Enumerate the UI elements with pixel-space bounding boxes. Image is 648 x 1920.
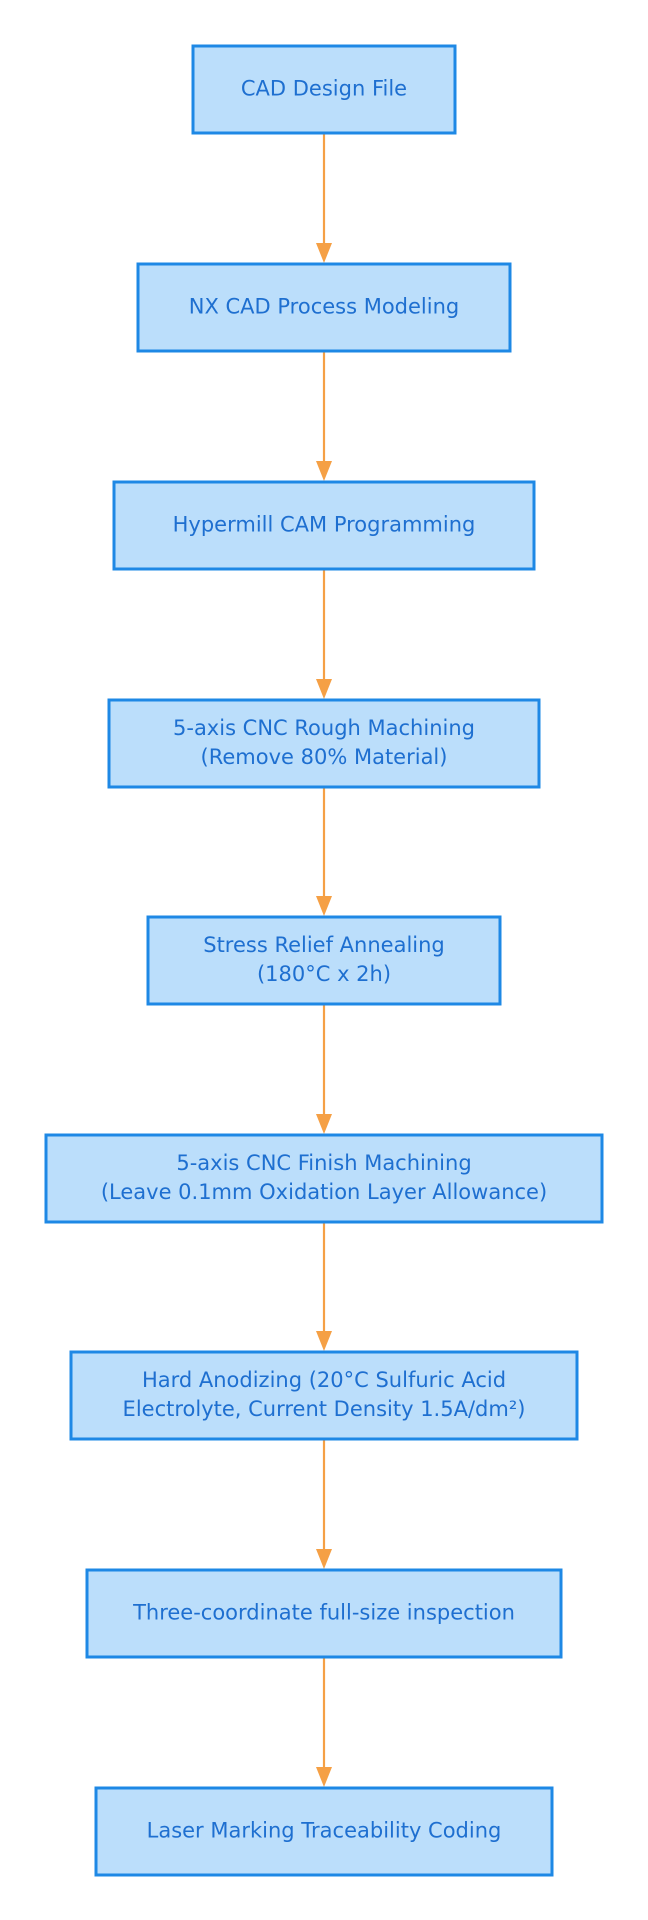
arrowhead-icon [316,1114,332,1134]
arrowhead-icon [316,1767,332,1787]
flow-node-hypermill: Hypermill CAM Programming [112,480,536,571]
arrowhead-icon [316,1331,332,1351]
edge-arrow-anodize-to-inspect [316,1440,332,1569]
node-label-line: NX CAD Process Modeling [189,295,460,319]
flow-node-finish: 5-axis CNC Finish Machining (Leave 0.1mm … [44,1133,604,1224]
flow-node-anneal: Stress Relief Annealing (180°C x 2h) [146,915,502,1006]
node-box [69,1350,579,1441]
flow-node-cad: CAD Design File [191,44,457,135]
arrowhead-icon [316,679,332,699]
node-box [191,44,457,135]
node-label-line: Hard Anodizing (20°C Sulfuric Acid [142,1368,506,1392]
edge-arrow-cad-to-nx [316,134,332,263]
node-label-line: 5-axis CNC Finish Machining [176,1151,471,1175]
edge-arrow-anneal-to-finish [316,1005,332,1134]
edge-arrow-finish-to-anodize [316,1223,332,1351]
edge-arrow-rough-to-anneal [316,788,332,916]
edge-arrow-nx-to-hypermill [316,352,332,481]
node-label-line: Three-coordinate full-size inspection [132,1601,515,1625]
arrowhead-icon [316,461,332,481]
node-label-line: (Leave 0.1mm Oxidation Layer Allowance) [101,1180,547,1204]
node-box [146,915,502,1006]
edge-arrow-inspect-to-laser [316,1658,332,1787]
node-box [136,262,512,353]
node-label-line: Stress Relief Annealing [203,933,445,957]
node-label-line: Hypermill CAM Programming [173,513,476,537]
flow-node-anodize: Hard Anodizing (20°C Sulfuric AcidElectr… [69,1350,579,1441]
flow-node-inspect: Three-coordinate full-size inspection [85,1568,563,1659]
node-label-line: Laser Marking Traceability Coding [147,1819,502,1843]
node-box [85,1568,563,1659]
node-label-line: (180°C x 2h) [257,962,391,986]
arrowhead-icon [316,896,332,916]
arrowhead-icon [316,243,332,263]
node-box [107,698,541,789]
flow-node-nx: NX CAD Process Modeling [136,262,512,353]
edge-arrow-hypermill-to-rough [316,570,332,699]
node-label-line: (Remove 80% Material) [201,745,448,769]
edges-layer [316,134,332,1787]
node-label-line: Electrolyte, Current Density 1.5A/dm²) [123,1397,526,1421]
nodes-layer: CAD Design File NX CAD Process ModelingHy… [44,44,604,1877]
node-box [112,480,536,571]
node-label-line: CAD Design File [241,77,407,101]
node-box [44,1133,604,1224]
flow-node-rough: 5-axis CNC Rough Machining (Remove 80% Ma… [107,698,541,789]
node-label-line: 5-axis CNC Rough Machining [173,716,475,740]
node-box [94,1786,554,1877]
arrowhead-icon [316,1549,332,1569]
flow-node-laser: Laser Marking Traceability Coding [94,1786,554,1877]
